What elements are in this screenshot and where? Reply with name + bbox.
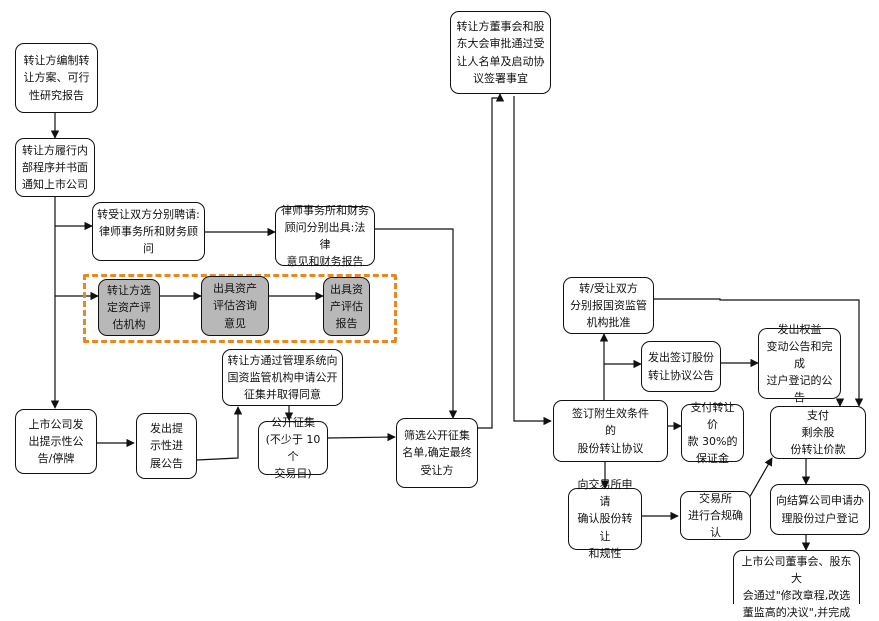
node-pay-remaining: 支付 剩余股 份转让价款 (770, 406, 866, 459)
node-hire-advisors: 转受让双方分别聘请: 律师事务所和财务顾 问 (92, 202, 205, 261)
node-valuation-advice: 出具资产 评估咨询 意见 (201, 276, 269, 336)
node-board-approval: 转让方董事会和股 东大会审批通过受 让人名单及启动协 议签署事宜 (450, 11, 551, 94)
node-sign-announce: 发出签订股份 转让协议公告 (641, 341, 721, 392)
arrow-solicit-to-screen (327, 432, 396, 442)
node-pay-deposit: 支付转让价 款 30%的 保证金 (681, 401, 744, 465)
node-sign-agreement: 签订附生效条件 的 股份转让协议 (553, 400, 668, 462)
line-board-down (513, 96, 552, 426)
arrow-confirm-to-pay (747, 457, 773, 501)
node-legal-financial-opinion: 律师事务所和财务 顾问分别出具:法律 意见和财务报告 (275, 204, 375, 268)
arrow-opinion-to-screen (375, 228, 458, 419)
node-listed-company-announce: 上市公司发 出提示性公 告/停牌 (15, 409, 97, 474)
node-exchange-compliance: 交易所 进行合规确认 (680, 491, 751, 540)
node-state-assets-approval: 转/受让双方 分别报国资监管 机构批准 (563, 277, 654, 334)
node-valuation-report: 出具资 产评估 报告 (323, 277, 370, 336)
node-select-valuer: 转让方选 定资产评 估机构 (98, 279, 160, 336)
node-transfer-registration: 向结算公司申请办 理股份过户登记 (770, 484, 870, 535)
node-amend-articles: 上市公司董事会、股东大 会通过"修改章程,改选 董监高的决议",并完成 (733, 550, 860, 619)
arrow-screen-to-board (478, 93, 505, 429)
node-screen-transferee: 筛选公开征集 名单,确定最终 受让方 (396, 418, 478, 488)
node-public-solicitation: 公开征集 (不少于 10 个 交易日) (258, 416, 328, 480)
node-internal-procedure: 转让方履行内 部程序并书面 通知上市公司 (15, 138, 95, 197)
node-apply-regulator: 转让方通过管理系统向 国资监管机构申请公开 征集并取得同意 (222, 349, 343, 406)
flowchart-connectors (50, 93, 864, 551)
node-exchange-confirm-request: 向交易所申请 确认股份转让 和规性 (568, 478, 642, 560)
node-transfer-plan: 转让方编制转 让方案、可行 性研究报告 (15, 43, 98, 113)
arrow-progress-to-apply (196, 406, 243, 461)
node-progress-announce: 发出提 示性进 展公告 (136, 413, 197, 479)
valuation-dashed-group (83, 274, 397, 343)
node-equity-change-announce: 发出权益 变动公告和完成 过户登记的公告 (758, 323, 841, 404)
arrow-approval-to-pay-remaining (654, 298, 864, 407)
